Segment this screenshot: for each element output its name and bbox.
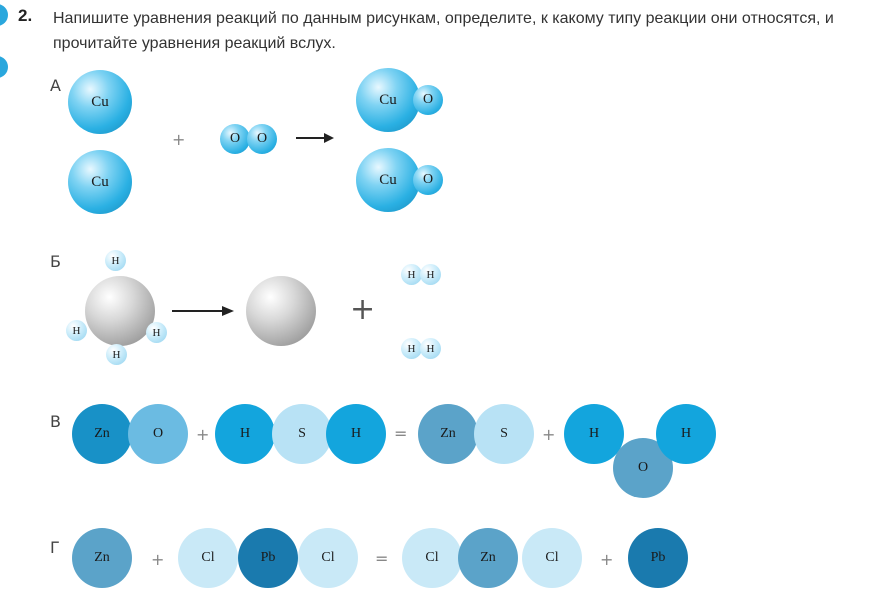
plus-sign: +: [542, 425, 556, 444]
copper-atom: Cu: [356, 148, 420, 212]
chlorine-atom: Cl: [522, 528, 582, 588]
carbon-atom: [246, 276, 316, 346]
hydrogen-atom: H: [420, 338, 441, 359]
hydrogen-atom: H: [401, 338, 422, 359]
row-label-g: Г: [50, 538, 60, 557]
reaction-arrow-icon: [172, 306, 234, 316]
zinc-atom: Zn: [72, 528, 132, 588]
task-text: Напишите уравнения реакций по данным рис…: [53, 10, 834, 52]
plus-sign: +: [600, 550, 614, 569]
hydrogen-atom: H: [105, 250, 126, 271]
plus-sign: +: [151, 550, 165, 569]
row-label-b: Б: [50, 252, 61, 271]
row-label-a: А: [50, 76, 61, 95]
task-marker-icon: [0, 56, 8, 78]
oxygen-atom: O: [413, 85, 443, 115]
plus-sign: +: [172, 130, 186, 149]
task-marker-icon: [0, 4, 8, 26]
hydrogen-atom: H: [564, 404, 624, 464]
oxygen-atom: O: [128, 404, 188, 464]
oxygen-atom: O: [247, 124, 277, 154]
hydrogen-atom: H: [326, 404, 386, 464]
equals-sign: =: [375, 549, 389, 568]
reaction-arrow-icon: [296, 133, 334, 143]
chlorine-atom: Cl: [402, 528, 462, 588]
copper-atom: Cu: [68, 150, 132, 214]
zinc-atom: Zn: [418, 404, 478, 464]
plus-sign: +: [196, 425, 210, 444]
copper-atom: Cu: [356, 68, 420, 132]
sulfur-atom: S: [474, 404, 534, 464]
row-label-v: В: [50, 412, 61, 431]
hydrogen-atom: H: [106, 344, 127, 365]
carbon-atom: [85, 276, 155, 346]
equals-sign: =: [394, 424, 408, 443]
oxygen-atom: O: [613, 438, 673, 498]
sulfur-atom: S: [272, 404, 332, 464]
zinc-atom: Zn: [72, 404, 132, 464]
chlorine-atom: Cl: [178, 528, 238, 588]
hydrogen-atom: H: [420, 264, 441, 285]
oxygen-atom: O: [413, 165, 443, 195]
hydrogen-atom: H: [146, 322, 167, 343]
lead-atom: Pb: [238, 528, 298, 588]
lead-atom: Pb: [628, 528, 688, 588]
plus-sign: +: [350, 292, 376, 327]
hydrogen-atom: H: [66, 320, 87, 341]
zinc-atom: Zn: [458, 528, 518, 588]
hydrogen-atom: H: [401, 264, 422, 285]
hydrogen-atom: H: [215, 404, 275, 464]
task-number: 2.: [18, 6, 33, 25]
chlorine-atom: Cl: [298, 528, 358, 588]
copper-atom: Cu: [68, 70, 132, 134]
oxygen-atom: O: [220, 124, 250, 154]
hydrogen-atom: H: [656, 404, 716, 464]
